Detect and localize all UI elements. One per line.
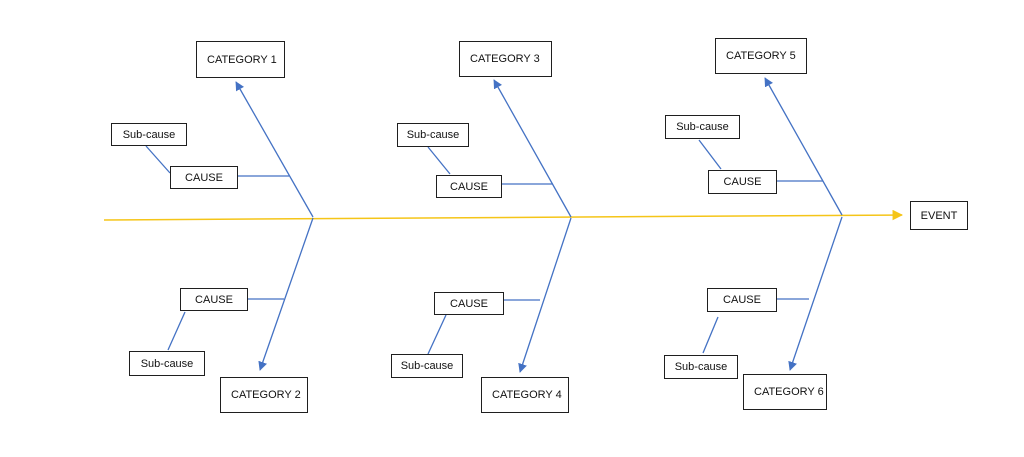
subcause-label-1: Sub-cause [122, 128, 176, 141]
category-4-box: CATEGORY 4 [481, 377, 569, 413]
cause-label-3: CAUSE [450, 180, 488, 193]
cause-box-5: CAUSE [708, 170, 777, 194]
cause-label-6: CAUSE [723, 294, 761, 306]
subcause-box-4: Sub-cause [391, 354, 463, 378]
category-5-label: CATEGORY 5 [726, 50, 796, 62]
bone-category-3 [493, 79, 572, 218]
subcause-box-1: Sub-cause [111, 123, 187, 146]
cause-label-5: CAUSE [723, 176, 762, 188]
cause-box-3: CAUSE [436, 175, 502, 198]
cause-box-6: CAUSE [707, 288, 777, 312]
cause-box-1: CAUSE [170, 166, 238, 189]
category-1-label: CATEGORY 1 [207, 53, 277, 66]
subcause-label-2: Sub-cause [140, 357, 194, 370]
category-2-label: CATEGORY 2 [231, 389, 301, 401]
subcause-branch-2 [167, 311, 186, 351]
cause-label-4: CAUSE [450, 297, 488, 310]
spine-arrow [103, 209, 904, 221]
category-6-label: CATEGORY 6 [754, 386, 824, 398]
category-2-box: CATEGORY 2 [220, 377, 308, 413]
subcause-label-3: Sub-cause [406, 129, 460, 141]
bone-category-5 [764, 77, 843, 216]
subcause-branch-5 [698, 139, 722, 170]
cause-label-1: CAUSE [185, 171, 223, 184]
cause-box-4: CAUSE [434, 292, 504, 315]
subcause-label-5: Sub-cause [676, 121, 729, 133]
bone-category-2 [258, 217, 314, 371]
event-box: EVENT [910, 201, 968, 230]
cause-label-2: CAUSE [195, 293, 233, 306]
bone-category-1 [235, 81, 314, 218]
subcause-label-4: Sub-cause [400, 360, 454, 372]
event-label: EVENT [920, 209, 958, 222]
subcause-box-5: Sub-cause [665, 115, 740, 139]
subcause-box-3: Sub-cause [397, 123, 469, 147]
category-6-box: CATEGORY 6 [743, 374, 827, 410]
subcause-branch-6 [702, 316, 719, 354]
category-3-label: CATEGORY 3 [470, 53, 540, 65]
cause-box-2: CAUSE [180, 288, 248, 311]
category-1-box: CATEGORY 1 [196, 41, 285, 78]
subcause-label-6: Sub-cause [674, 361, 728, 373]
subcause-branch-3 [427, 146, 451, 175]
subcause-branch-4 [427, 314, 447, 355]
bone-category-4 [518, 217, 572, 373]
category-3-box: CATEGORY 3 [459, 41, 552, 77]
subcause-box-2: Sub-cause [129, 351, 205, 376]
subcause-branch-1 [145, 145, 171, 174]
category-4-label: CATEGORY 4 [492, 389, 562, 401]
bone-category-6 [788, 216, 843, 371]
subcause-box-6: Sub-cause [664, 355, 738, 379]
category-5-box: CATEGORY 5 [715, 38, 807, 74]
